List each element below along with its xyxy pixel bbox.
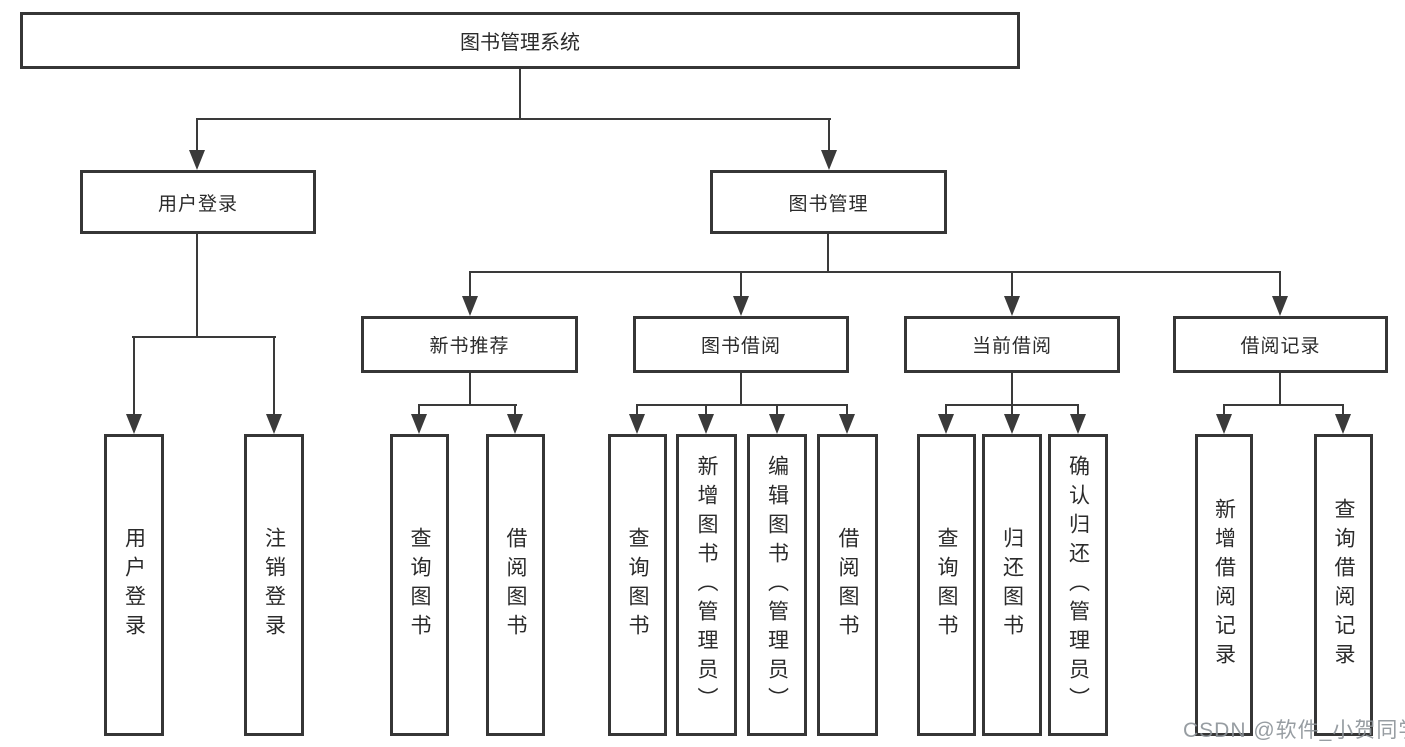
- arrowhead-icon: [1272, 296, 1288, 316]
- line-segment: [1011, 271, 1013, 298]
- line-segment: [945, 404, 947, 416]
- leaf-add-borrow-record-label: 新增借阅记录: [1212, 498, 1236, 672]
- leaf-borrow-books-recommend-label: 借阅图书: [504, 527, 527, 643]
- node-book-borrowing: 图书借阅: [633, 316, 849, 373]
- arrowhead-icon: [1335, 414, 1351, 434]
- leaf-logout: 注销登录: [244, 434, 304, 736]
- line-segment: [636, 404, 638, 416]
- arrowhead-icon: [839, 414, 855, 434]
- line-segment: [828, 118, 830, 152]
- leaf-query-borrow-record: 查询借阅记录: [1314, 434, 1373, 736]
- leaf-query-books-borrowing: 查询图书: [608, 434, 667, 736]
- leaf-borrow-books-borrowing: 借阅图书: [817, 434, 878, 736]
- line-segment: [636, 404, 848, 406]
- line-segment: [776, 404, 778, 416]
- leaf-return-books-label: 归还图书: [1000, 527, 1024, 643]
- line-segment: [1223, 404, 1344, 406]
- node-book-borrowing-label: 图书借阅: [700, 336, 781, 357]
- arrowhead-icon: [1004, 414, 1020, 434]
- line-segment: [705, 404, 707, 416]
- line-segment: [1077, 404, 1079, 416]
- leaf-query-borrow-record-label: 查询借阅记录: [1332, 498, 1355, 672]
- arrowhead-icon: [938, 414, 954, 434]
- node-borrowing-records: 借阅记录: [1173, 316, 1388, 373]
- leaf-query-books-current: 查询图书: [917, 434, 976, 736]
- leaf-add-books-admin-label: 新增图书（管理员）: [695, 454, 718, 716]
- arrowhead-icon: [629, 414, 645, 434]
- line-segment: [519, 69, 521, 120]
- arrowhead-icon: [126, 414, 142, 434]
- leaf-borrow-books-recommend: 借阅图书: [486, 434, 545, 736]
- node-new-book-recommendation-label: 新书推荐: [429, 336, 510, 357]
- leaf-edit-books-admin: 编辑图书（管理员）: [747, 434, 807, 736]
- line-segment: [273, 336, 275, 416]
- arrowhead-icon: [411, 414, 427, 434]
- arrowhead-icon: [821, 150, 837, 170]
- leaf-logout-label: 注销登录: [262, 527, 286, 643]
- leaf-query-books-current-label: 查询图书: [935, 527, 958, 643]
- arrowhead-icon: [507, 414, 523, 434]
- leaf-return-books: 归还图书: [982, 434, 1042, 736]
- leaf-confirm-return-admin-label: 确认归还（管理员）: [1066, 454, 1090, 716]
- line-segment: [133, 336, 135, 416]
- arrowhead-icon: [698, 414, 714, 434]
- leaf-query-books-borrowing-label: 查询图书: [626, 527, 649, 643]
- node-user-login-label: 用户登录: [157, 193, 238, 215]
- node-library-system: 图书管理系统: [20, 12, 1020, 69]
- arrowhead-icon: [769, 414, 785, 434]
- line-segment: [196, 118, 198, 152]
- node-current-borrowing: 当前借阅: [904, 316, 1120, 373]
- line-segment: [1279, 271, 1281, 298]
- arrowhead-icon: [1070, 414, 1086, 434]
- line-segment: [827, 234, 829, 273]
- node-user-login: 用户登录: [80, 170, 316, 234]
- line-segment: [469, 271, 471, 298]
- leaf-query-books-recommend-label: 查询图书: [408, 527, 431, 643]
- leaf-borrow-books-borrowing-label: 借阅图书: [836, 527, 859, 643]
- watermark: CSDN @软件_小贺同学: [1183, 719, 1405, 742]
- arrowhead-icon: [733, 296, 749, 316]
- line-segment: [740, 373, 742, 406]
- node-borrowing-records-label: 借阅记录: [1240, 336, 1321, 357]
- line-segment: [469, 271, 1281, 273]
- line-segment: [196, 234, 198, 338]
- node-book-management-label: 图书管理: [788, 193, 869, 215]
- line-segment: [196, 118, 831, 120]
- leaf-add-borrow-record: 新增借阅记录: [1195, 434, 1253, 736]
- line-segment: [740, 271, 742, 298]
- line-segment: [469, 373, 471, 406]
- leaf-query-books-recommend: 查询图书: [390, 434, 449, 736]
- leaf-edit-books-admin-label: 编辑图书（管理员）: [765, 454, 789, 716]
- arrowhead-icon: [462, 296, 478, 316]
- line-segment: [132, 336, 276, 338]
- leaf-confirm-return-admin: 确认归还（管理员）: [1048, 434, 1108, 736]
- line-segment: [846, 404, 848, 416]
- line-segment: [1223, 404, 1225, 416]
- line-segment: [418, 404, 420, 416]
- line-segment: [1011, 404, 1013, 416]
- leaf-user-login: 用户登录: [104, 434, 164, 736]
- leaf-add-books-admin: 新增图书（管理员）: [676, 434, 737, 736]
- leaf-user-login-label: 用户登录: [122, 527, 146, 643]
- node-new-book-recommendation: 新书推荐: [361, 316, 578, 373]
- arrowhead-icon: [1004, 296, 1020, 316]
- node-library-system-label: 图书管理系统: [460, 32, 580, 54]
- arrowhead-icon: [189, 150, 205, 170]
- node-current-borrowing-label: 当前借阅: [971, 336, 1052, 357]
- line-segment: [1011, 373, 1013, 406]
- arrowhead-icon: [266, 414, 282, 434]
- node-book-management: 图书管理: [710, 170, 947, 234]
- line-segment: [514, 404, 516, 416]
- line-segment: [1279, 373, 1281, 406]
- line-segment: [418, 404, 517, 406]
- arrowhead-icon: [1216, 414, 1232, 434]
- line-segment: [1342, 404, 1344, 416]
